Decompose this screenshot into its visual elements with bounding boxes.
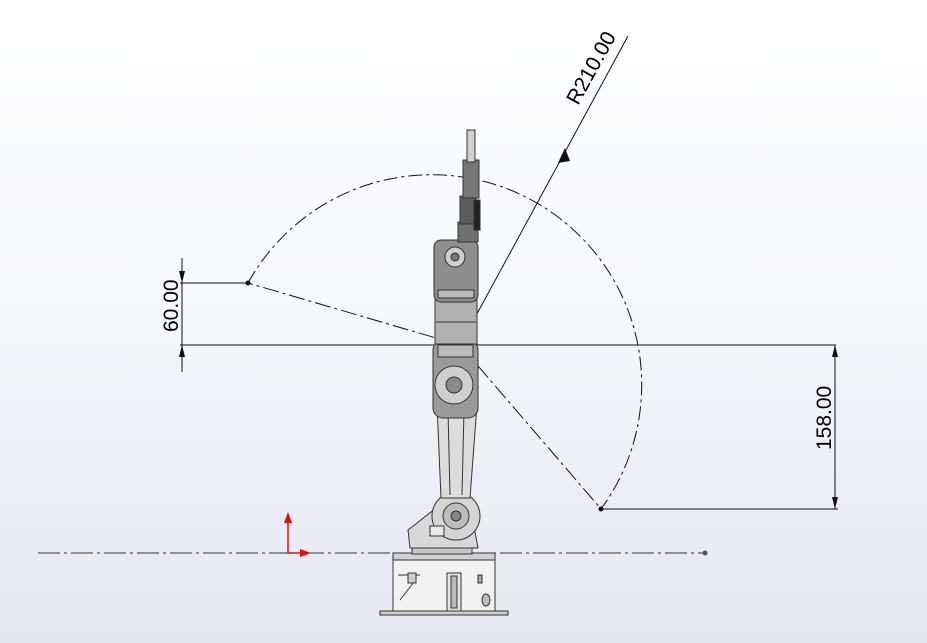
robot-base: [379, 552, 509, 616]
lower-link: [436, 404, 478, 499]
end-effector: [457, 129, 481, 243]
lower-offset-dimension[interactable]: 158.00: [601, 345, 838, 510]
radius-label: R210.00: [562, 28, 621, 109]
xy-axis-triad-icon: [284, 512, 311, 557]
lower-offset-label: 158.00: [813, 386, 836, 450]
elbow-joint: [432, 339, 479, 419]
upper-link: [434, 299, 478, 345]
upper-offset-label: 60.00: [160, 279, 183, 332]
radius-dimension[interactable]: R210.00: [558, 28, 621, 163]
upper-offset-dimension[interactable]: 60.00: [160, 258, 248, 372]
base-joint: [407, 491, 481, 555]
wrist-joint: [433, 239, 479, 303]
robot-arm[interactable]: [379, 129, 509, 616]
construction-lines: [180, 35, 836, 510]
reach-envelope-arc: [247, 174, 643, 510]
ground-centerline: [38, 550, 708, 556]
